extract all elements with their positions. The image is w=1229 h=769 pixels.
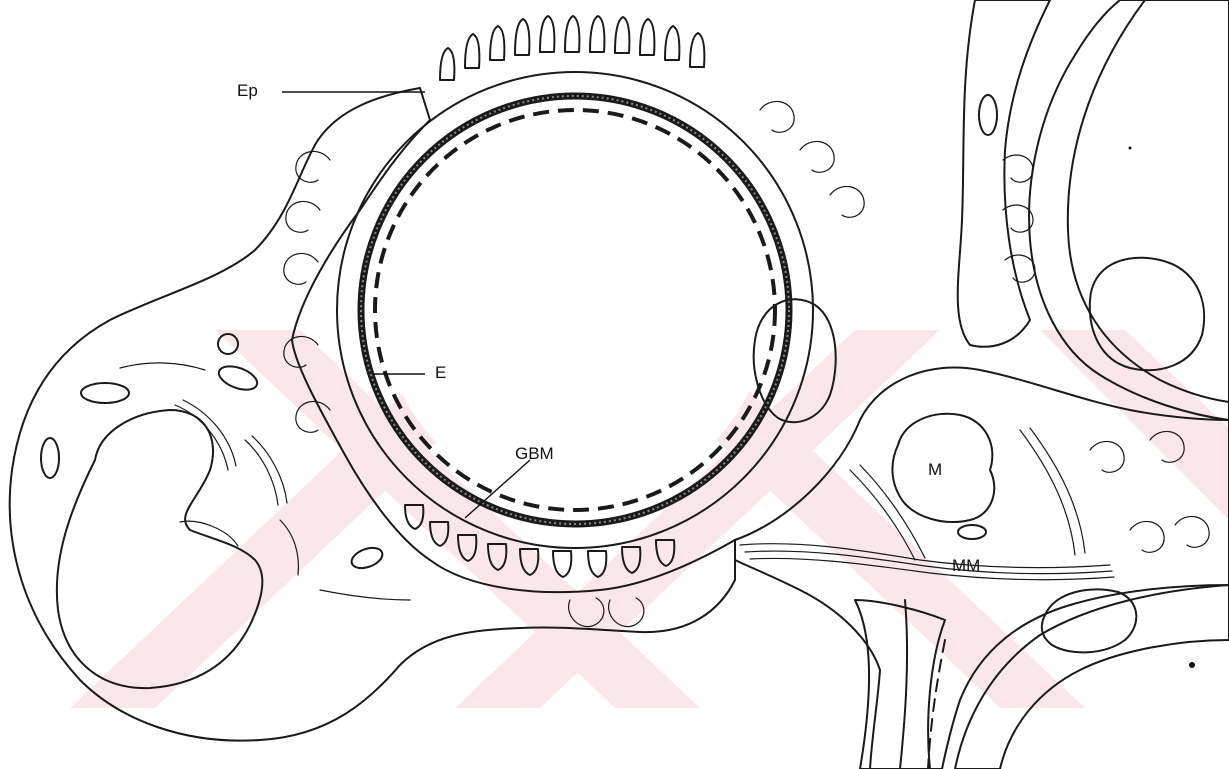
- mitochondrion: [349, 544, 385, 572]
- lower-right-capillary: [955, 585, 1229, 769]
- mesangial-nucleus: [892, 414, 994, 522]
- mitochondrion: [979, 95, 997, 135]
- foot-processes: [440, 16, 704, 80]
- label-e: E: [435, 363, 446, 382]
- mitochondrion: [216, 362, 260, 394]
- capillary-lumen: [383, 118, 767, 502]
- upper-podocyte-band: [958, 0, 1050, 347]
- mitochondrion: [41, 438, 59, 478]
- label-gbm: GBM: [515, 444, 554, 463]
- label-m: M: [928, 460, 942, 479]
- label-ep: Ep: [237, 81, 258, 100]
- mitochondrion: [81, 383, 129, 403]
- mitochondrion: [958, 525, 986, 539]
- label-mm: MM: [952, 556, 980, 575]
